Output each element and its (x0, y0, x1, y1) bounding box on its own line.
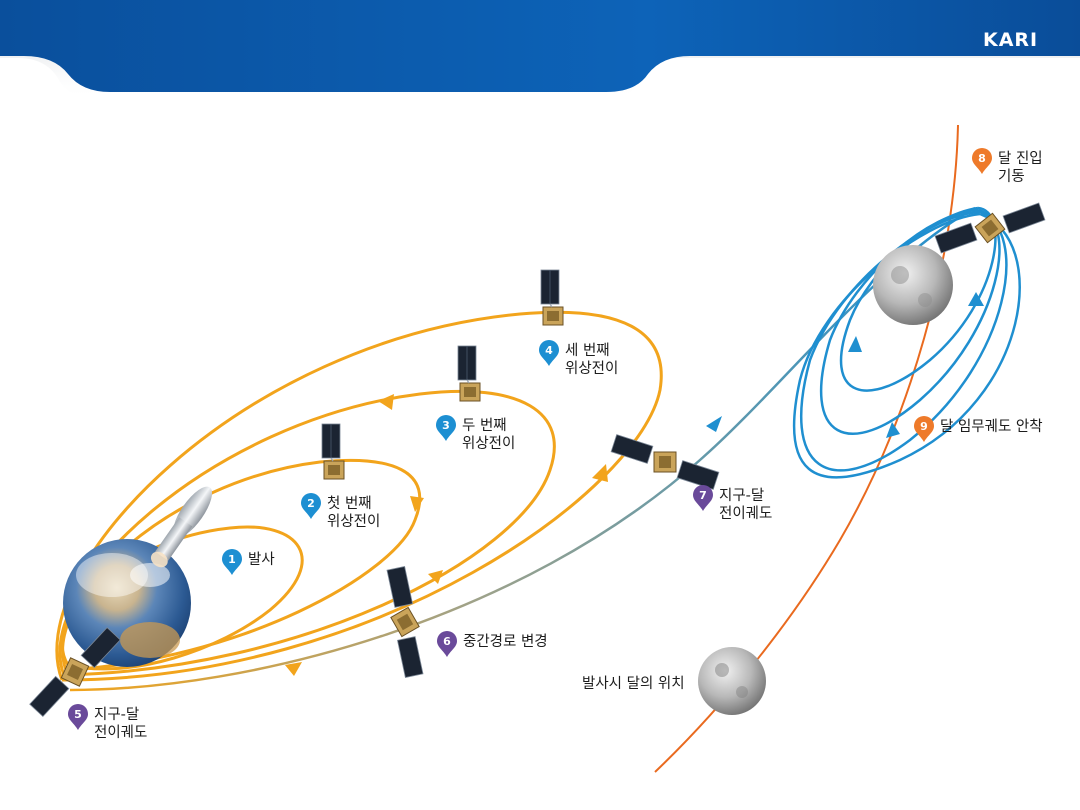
step-number: 3 (442, 419, 450, 432)
step-number: 2 (307, 497, 315, 510)
step-number: 4 (545, 344, 553, 357)
step-label-line: 지구-달 (719, 487, 764, 504)
satellite-phase-3 (540, 269, 564, 326)
step-label-line: 전이궤도 (719, 505, 772, 522)
step-pin-icon (68, 704, 88, 730)
step-number: 5 (74, 708, 82, 721)
step-number: 9 (920, 420, 928, 433)
step-marker-1: 1 발사 (222, 549, 275, 575)
step-label-line: 위상전이 (462, 435, 515, 452)
step-label-line: 발사 (248, 551, 275, 568)
step-label-line: 중간경로 변경 (463, 633, 548, 650)
step-number: 6 (443, 635, 451, 648)
satellite-phase-1 (321, 423, 345, 480)
step-label-line: 전이궤도 (94, 724, 147, 741)
step-label-line: 위상전이 (565, 360, 618, 377)
step-pin-icon (914, 416, 934, 442)
step-label-line: 달 임무궤도 안착 (940, 418, 1043, 435)
step-marker-6: 6 중간경로 변경 (437, 631, 548, 657)
step-pin-icon (222, 549, 242, 575)
step-pin-icon (539, 340, 559, 366)
transfer-trajectory (69, 206, 976, 692)
step-label-line: 위상전이 (327, 513, 380, 530)
kari-logo-text: KARI (983, 29, 1038, 51)
step-label-line: 첫 번째 (327, 495, 372, 512)
launch-rocket (150, 486, 213, 568)
step-number: 7 (699, 489, 707, 502)
step-pin-icon (436, 415, 456, 441)
step-label-line: 지구-달 (94, 706, 139, 723)
step-pin-icon (301, 493, 321, 519)
step-label-line: 두 번째 (462, 417, 507, 434)
step-label-line: 세 번째 (565, 342, 610, 359)
step-pin-icon (972, 148, 992, 174)
step-pin-icon (693, 485, 713, 511)
step-marker-9: 9 달 임무궤도 안착 (914, 416, 1043, 442)
moon-target (873, 245, 953, 325)
earth (63, 539, 191, 667)
step-number: 8 (978, 152, 986, 165)
step-number: 1 (228, 553, 236, 566)
step-label-line: 기동 (998, 168, 1025, 185)
header-banner: KARI (0, 0, 1080, 100)
moon-at-launch-label: 발사시 달의 위치 (582, 675, 685, 692)
step-pin-icon (437, 631, 457, 657)
kari-logo: KARI (983, 29, 1038, 51)
satellite-transfer (610, 434, 720, 490)
satellite-phase-2 (457, 345, 481, 402)
moon-at-launch (698, 647, 766, 715)
step-label-line: 달 진입 (998, 150, 1043, 167)
